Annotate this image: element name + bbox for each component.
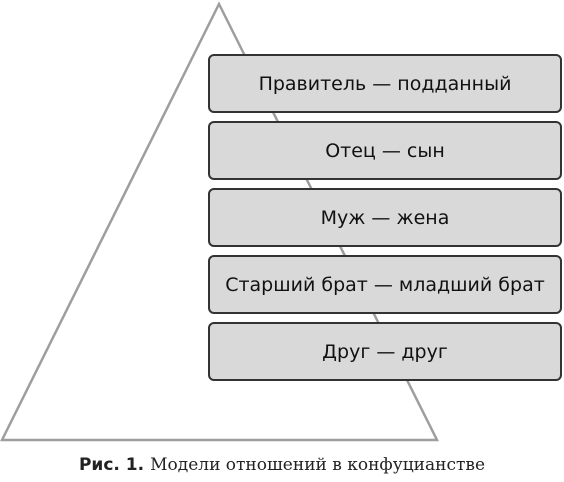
level-father-son: Отец — сын: [208, 121, 562, 180]
level-label: Друг — друг: [322, 340, 448, 363]
figure-caption-text: Модели отношений в конфуцианстве: [150, 455, 486, 475]
level-elder-younger-brother: Старший брат — младший брат: [208, 255, 562, 314]
figure-caption: Рис. 1.Модели отношений в конфуцианстве: [0, 455, 564, 475]
level-husband-wife: Муж — жена: [208, 188, 562, 247]
level-label: Старший брат — младший брат: [225, 273, 545, 296]
figure-label: Рис. 1.: [78, 455, 145, 475]
level-ruler-subject: Правитель — подданный: [208, 54, 562, 113]
level-friend-friend: Друг — друг: [208, 322, 562, 381]
level-label: Муж — жена: [320, 206, 450, 229]
level-label: Правитель — подданный: [258, 72, 512, 95]
level-label: Отец — сын: [325, 139, 445, 162]
